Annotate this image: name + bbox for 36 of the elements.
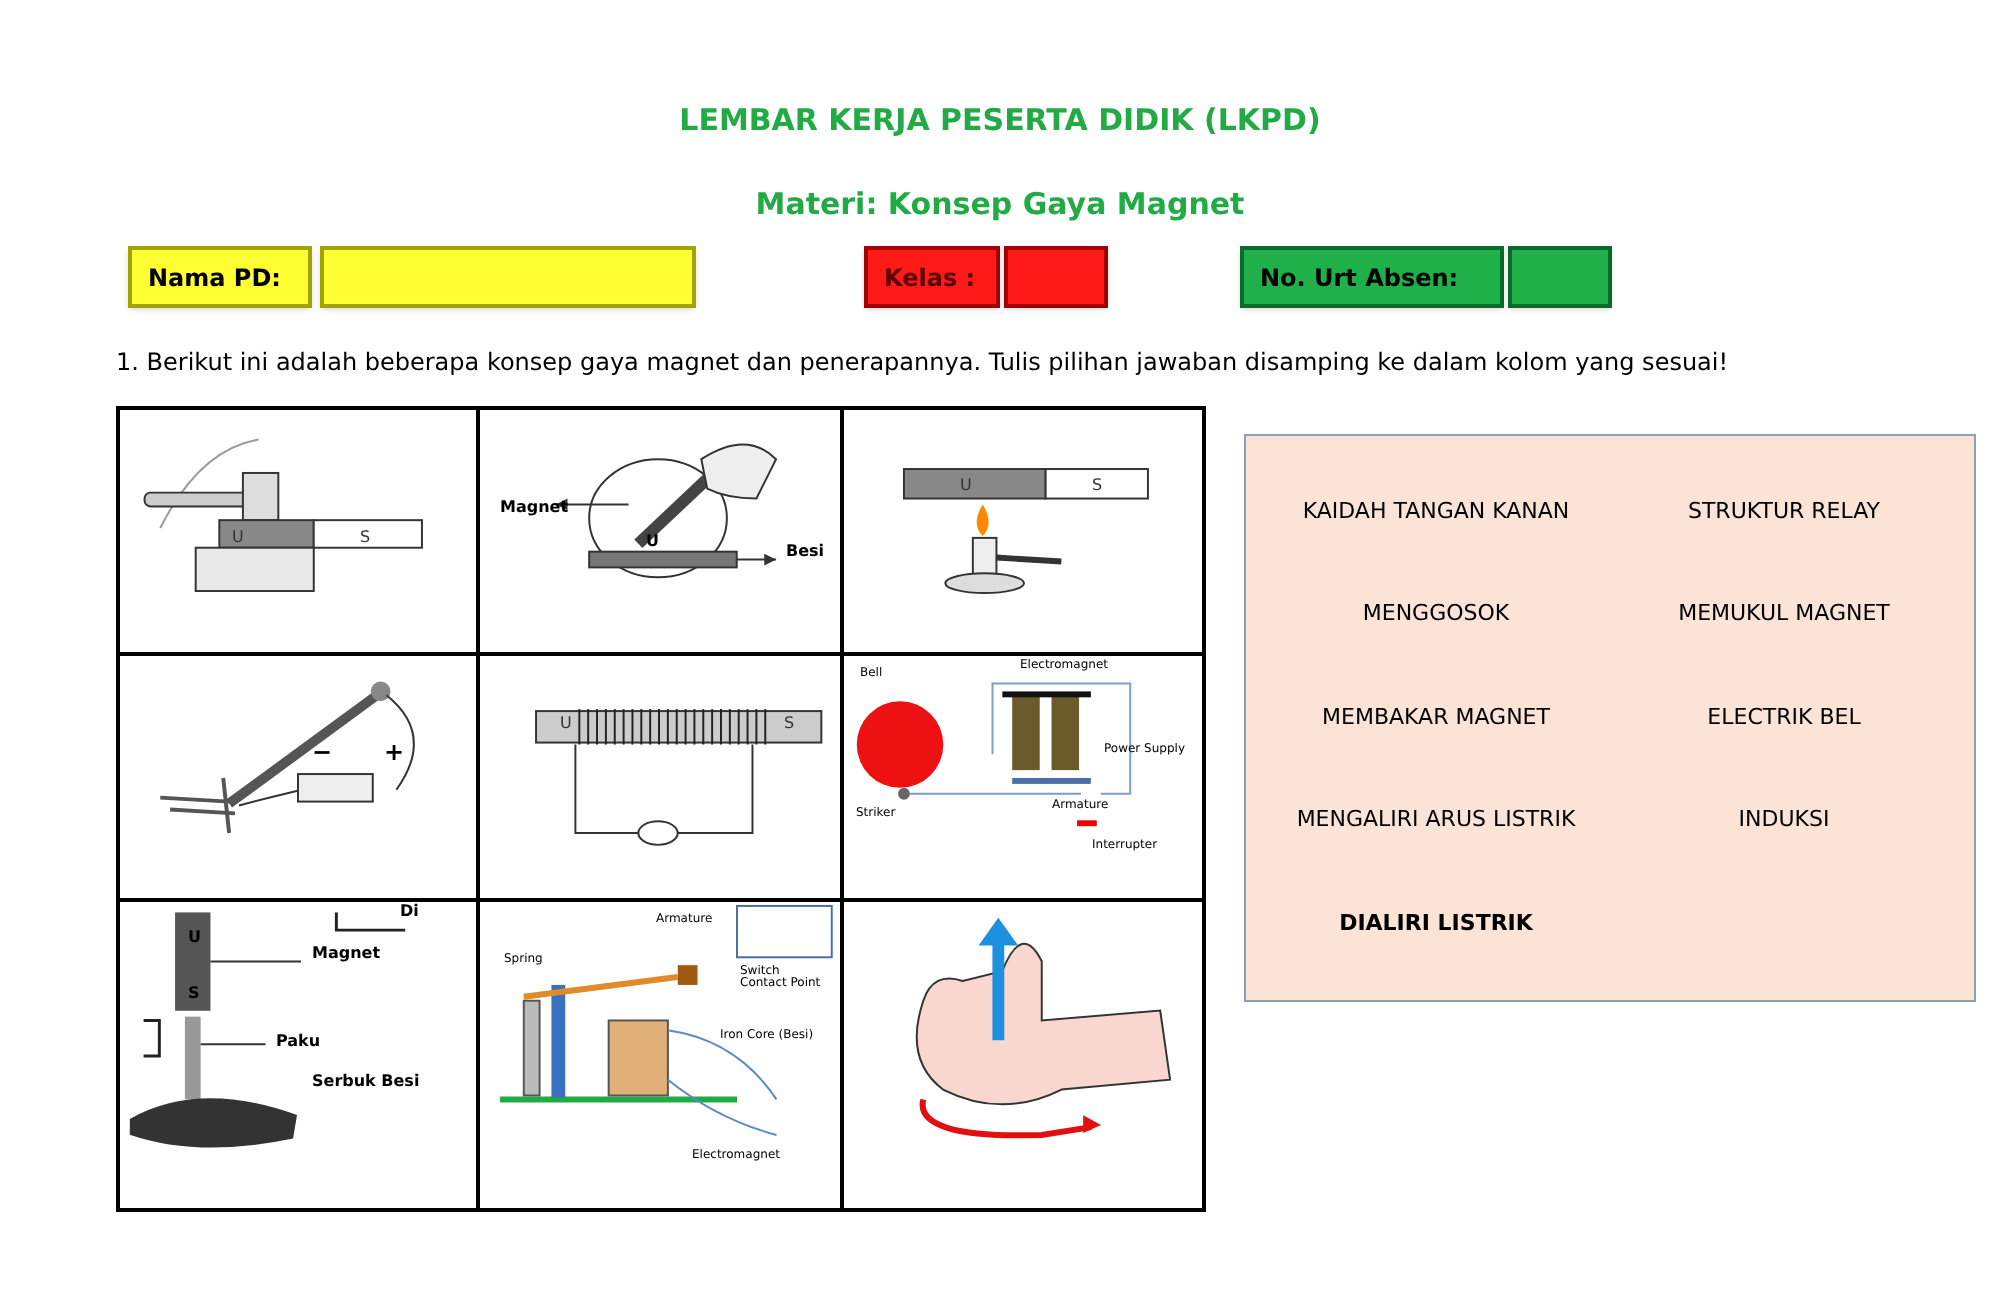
answer-choice: DIALIRI LISTRIK (1339, 907, 1533, 940)
worksheet-subtitle: Materi: Konsep Gaya Magnet (753, 184, 1247, 226)
picture-label: Magnet (500, 500, 569, 516)
field-label: Kelas : (864, 246, 1000, 308)
input-field (1004, 246, 1108, 308)
answer-choice: MENGGOSOK (1362, 598, 1510, 631)
answer-choice: MEMUKUL MAGNET (1678, 598, 1890, 631)
instruction-text: 1. Berikut ini adalah beberapa konsep gaya magnet dan penerapannya. Tulis pilihan jawaban disamping ke dalam kolom yang sesuai! (116, 346, 1731, 380)
answer-choices-panel (1244, 434, 1976, 1002)
picture-label: U (646, 534, 659, 550)
picture-label: U (560, 716, 572, 732)
picture-label: U (232, 530, 244, 546)
input-field (1508, 246, 1612, 308)
picture-label: Besi (786, 544, 825, 560)
answer-choice: ELECTRIK BEL (1707, 701, 1861, 734)
answer-choice: MENGALIRI ARUS LISTRIK (1296, 804, 1576, 837)
answer-choice: KAIDAH TANGAN KANAN (1302, 495, 1570, 528)
picture-label: S (784, 716, 795, 732)
field-label: Nama PD: (128, 246, 312, 308)
picture-label: Magnet (312, 946, 381, 962)
picture-label: S (188, 986, 200, 1002)
picture-label: S (360, 530, 371, 546)
answer-choice: MEMBAKAR MAGNET (1322, 701, 1550, 734)
worksheet-title: LEMBAR KERJA PESERTA DIDIK (LKPD) (677, 102, 1323, 140)
field-label: No. Urt Absen: (1240, 246, 1504, 308)
picture-label: Serbuk Besi (312, 1074, 420, 1090)
picture-label: U (960, 478, 972, 494)
picture-label: Di (400, 904, 419, 920)
answer-choice: INDUKSI (1738, 804, 1830, 837)
picture-label: S (1092, 478, 1103, 494)
picture-label: U (188, 930, 201, 946)
answer-choice: STRUKTUR RELAY (1687, 495, 1881, 528)
picture-label: − (312, 740, 333, 764)
picture-label: Paku (276, 1034, 321, 1050)
picture-label: + (384, 740, 405, 764)
input-field (320, 246, 696, 308)
